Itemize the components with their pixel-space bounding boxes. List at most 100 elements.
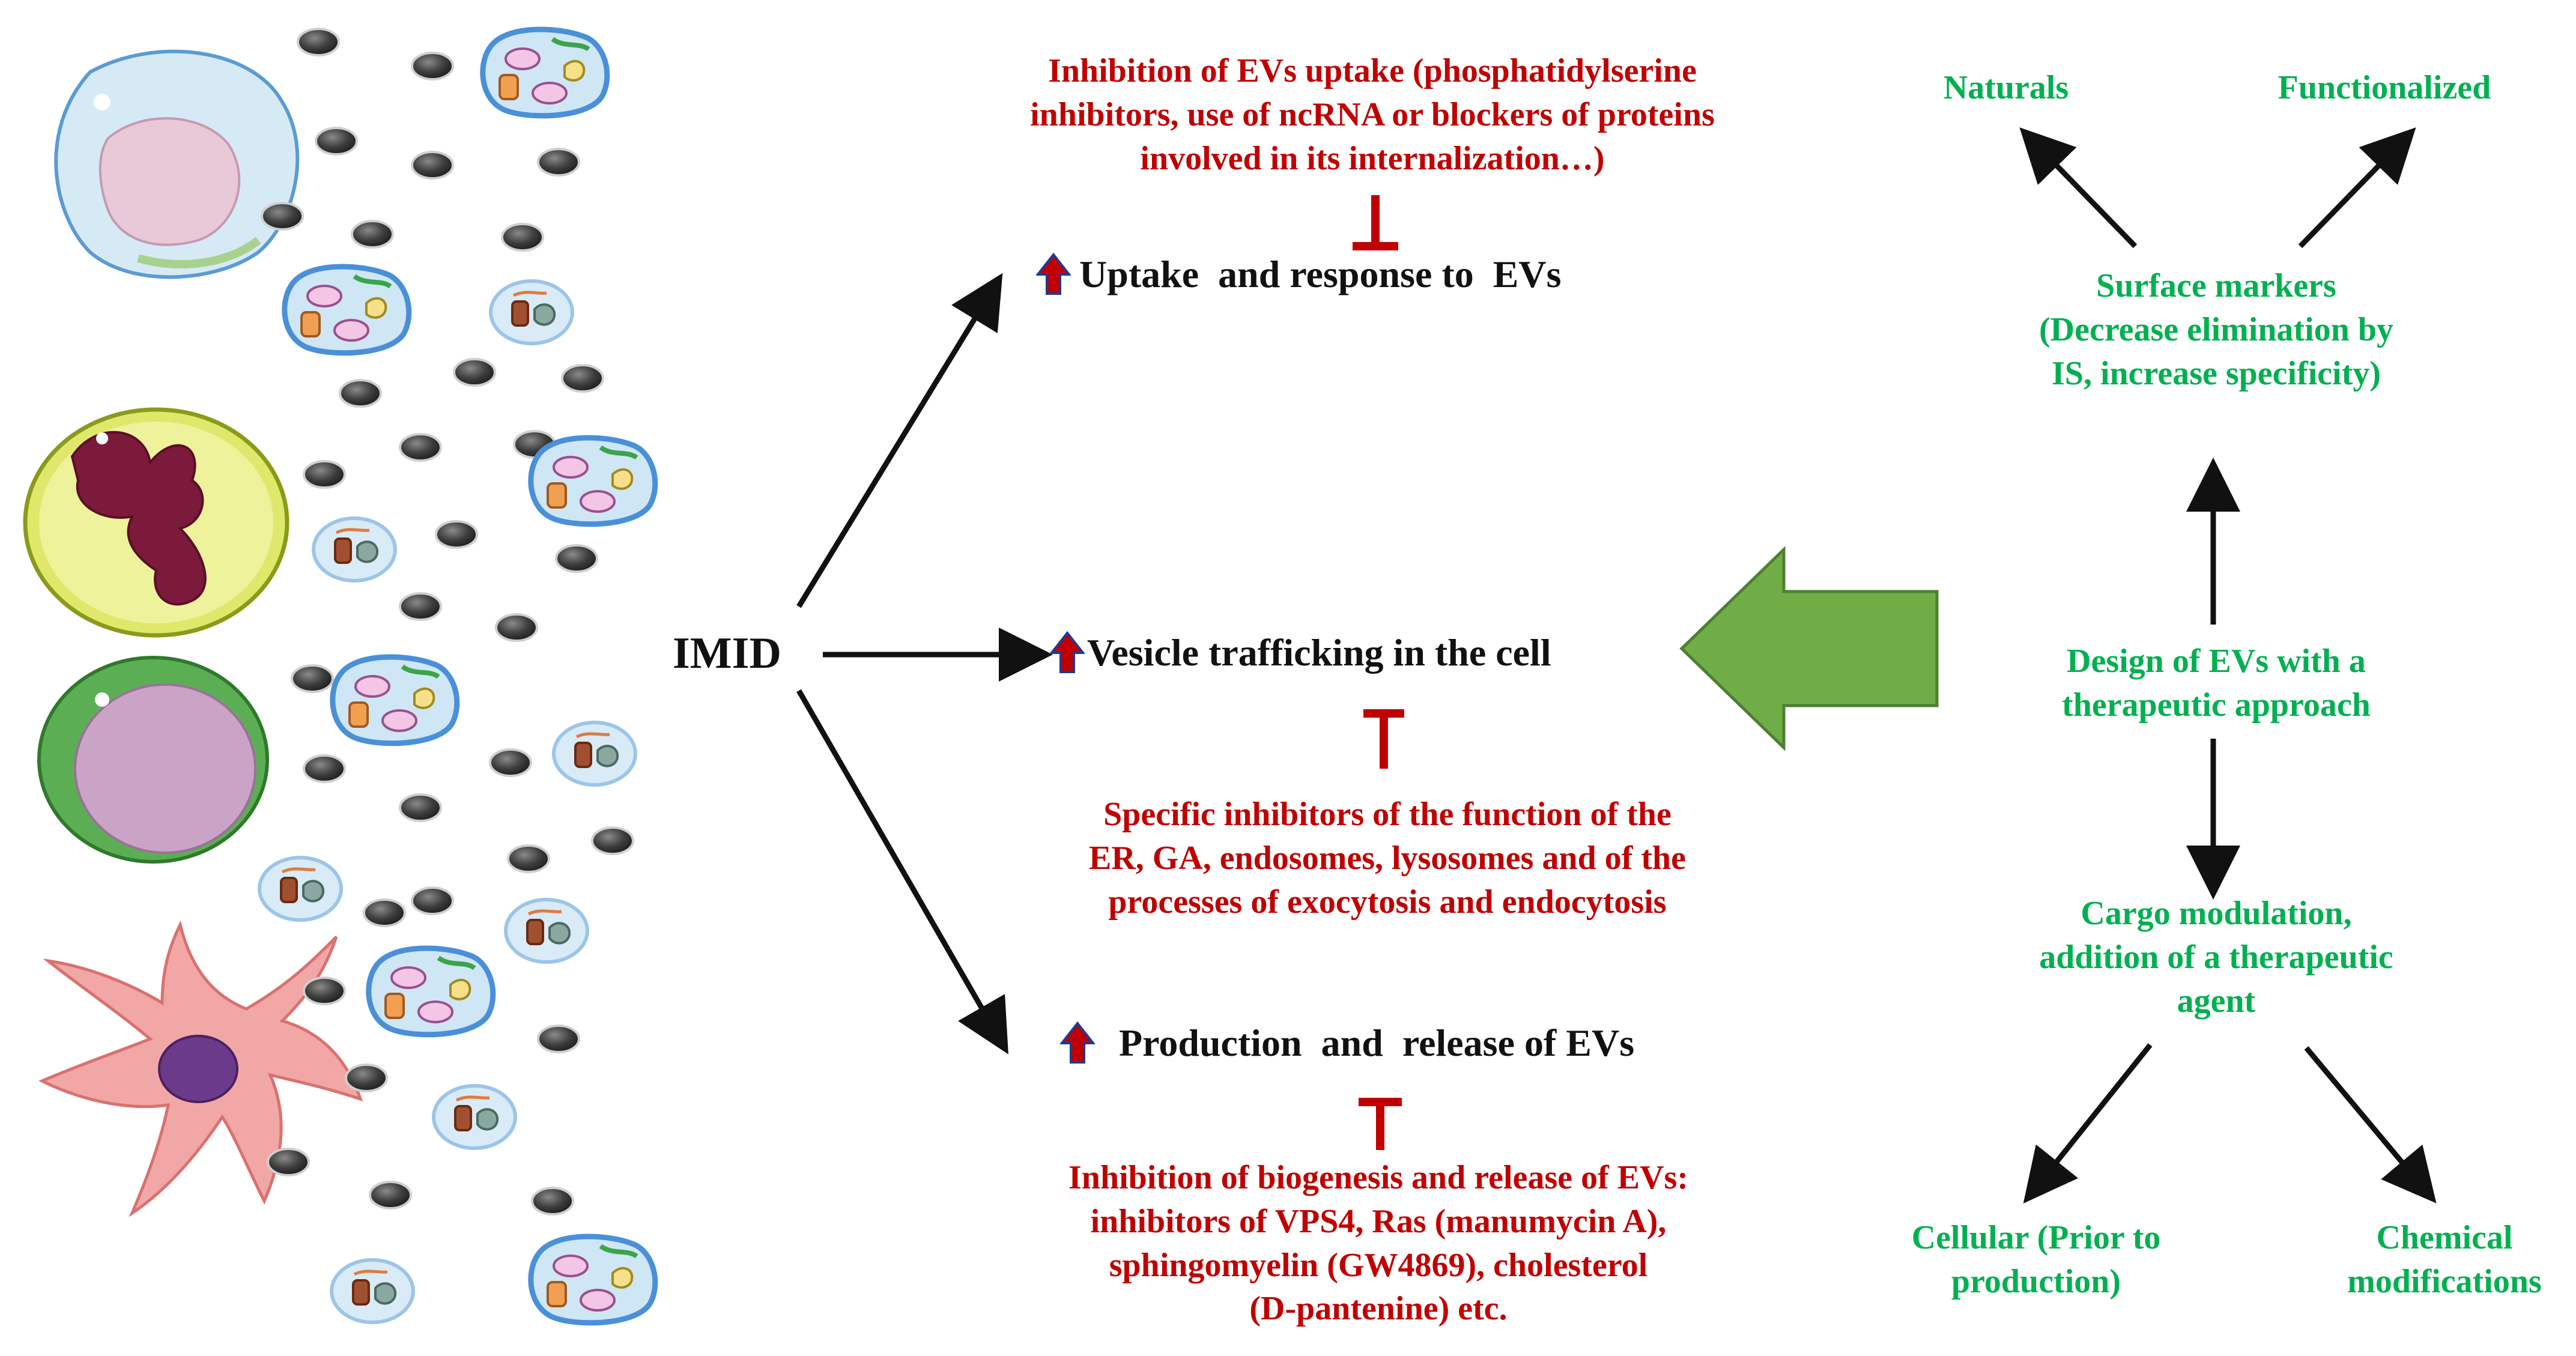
- text-line: Inhibition of biogenesis and release of …: [1068, 1159, 1688, 1196]
- text-line: IS, increase specificity): [2052, 354, 2381, 392]
- uptake-inhibition: Inhibition of EVs uptake (phosphatidylse…: [937, 49, 1808, 180]
- text-line: modifications: [2347, 1262, 2542, 1300]
- vesicle-dot: [297, 28, 340, 56]
- exosome-icon: [489, 279, 574, 345]
- text-line: (D-pantenine) etc.: [1249, 1290, 1508, 1328]
- production-label: Production and release of EVs: [1060, 1021, 1634, 1065]
- vesicle-dot: [411, 52, 454, 80]
- vesicle-icon: [366, 945, 496, 1038]
- exosome-icon: [312, 516, 397, 583]
- design-label: Design of EVs with a therapeutic approac…: [2000, 640, 2432, 727]
- text-line: addition of a therapeutic: [2039, 938, 2393, 976]
- text-line: production): [1951, 1262, 2121, 1300]
- vesicle-dot: [507, 844, 550, 873]
- vesicle-dot: [411, 151, 454, 180]
- vesicle-dots: [261, 28, 634, 1215]
- vesicle-dot: [561, 364, 604, 393]
- dendritic-cell: [38, 920, 363, 1217]
- cellular-label: Cellular (Prior to production): [1850, 1216, 2222, 1304]
- up-arrow-icon: [1050, 631, 1085, 673]
- production-text: Production and release of EVs: [1119, 1022, 1635, 1064]
- therapy-arrows: [2019, 127, 2437, 1204]
- inhibition-bar-icon: [1353, 195, 1398, 250]
- vesicle-icon: [330, 654, 460, 746]
- vesicle-dot: [399, 793, 442, 822]
- ev-vesicles: [258, 26, 658, 1326]
- up-arrow-icon: [1060, 1022, 1095, 1064]
- text-line: therapeutic approach: [2062, 686, 2371, 724]
- text-line: Surface markers: [2096, 267, 2336, 304]
- vesicle-dot: [555, 544, 598, 573]
- uptake-label: Uptake and response to EVs: [1036, 252, 1562, 297]
- vesicle-dot: [303, 754, 346, 783]
- text-line: (Decrease elimination by: [2039, 310, 2393, 348]
- vesicle-dot: [495, 613, 538, 642]
- text-line: agent: [2177, 982, 2256, 1020]
- vesicle-dot: [435, 520, 478, 549]
- exosome-icon: [552, 721, 637, 787]
- vesicle-dot: [537, 148, 580, 177]
- chemical-label: Chemical modifications: [2318, 1216, 2571, 1304]
- production-inhibition: Inhibition of biogenesis and release of …: [943, 1156, 1814, 1331]
- vesicle-dot: [501, 223, 544, 252]
- text-line: inhibitors of VPS4, Ras (manumycin A),: [1090, 1202, 1667, 1240]
- text-line: Chemical: [2376, 1219, 2513, 1256]
- trafficking-inhibition: Specific inhibitors of the function of t…: [991, 793, 1784, 924]
- vesicle-dot: [339, 379, 382, 408]
- text-line: sphingomyelin (GW4869), cholesterol: [1109, 1246, 1648, 1284]
- exosome-icon: [330, 1258, 415, 1324]
- blue-immune-cell: [54, 49, 300, 279]
- vesicle-dot: [345, 1064, 388, 1092]
- big-green-arrow: [1679, 546, 1939, 751]
- text-line: Cellular (Prior to: [1911, 1219, 2161, 1256]
- vesicle-icon: [528, 435, 658, 527]
- text-line: ER, GA, endosomes, lysosomes and of the: [1088, 839, 1687, 877]
- text-line: Cargo modulation,: [2080, 895, 2352, 932]
- vesicle-icon: [480, 26, 610, 119]
- vesicle-dot: [363, 898, 406, 927]
- inhibition-bar-icon: [1359, 1098, 1402, 1150]
- trafficking-text: Vesicle trafficking in the cell: [1087, 631, 1551, 674]
- vesicle-icon: [282, 264, 412, 356]
- text-line: Design of EVs with a: [2067, 643, 2366, 680]
- surface-markers-label: Surface markers (Decrease elimination by…: [1988, 264, 2444, 395]
- vesicle-dot: [315, 127, 358, 156]
- imid-arrows: [796, 273, 1053, 1055]
- green-lymphocyte-cell: [37, 656, 269, 864]
- vesicle-dot: [531, 1187, 574, 1215]
- vesicle-dot: [303, 460, 346, 489]
- text-line: processes of exocytosis and endocytosis: [1108, 883, 1667, 921]
- inhibition-bar-icon: [1363, 709, 1404, 769]
- exosome-icon: [432, 1084, 517, 1150]
- vesicle-dot: [399, 592, 442, 621]
- imid-label: IMID: [673, 629, 781, 678]
- text-line: Specific inhibitors of the function of t…: [1103, 796, 1671, 833]
- cargo-label: Cargo modulation, addition of a therapeu…: [1982, 892, 2450, 1023]
- vesicle-dot: [303, 976, 346, 1005]
- uptake-text: Uptake and response to EVs: [1079, 253, 1562, 295]
- vesicle-dot: [537, 1025, 580, 1053]
- vesicle-dot: [291, 664, 334, 693]
- vesicle-dot: [369, 1181, 412, 1209]
- trafficking-label: Vesicle trafficking in the cell: [1050, 631, 1551, 675]
- functionalized-label: Functionalized: [2277, 69, 2491, 106]
- naturals-label: Naturals: [1943, 69, 2069, 106]
- vesicle-dot: [453, 358, 496, 387]
- up-arrow-icon: [1036, 253, 1071, 295]
- vesicle-dot: [399, 433, 442, 462]
- text-line: involved in its internalization…): [1140, 139, 1605, 177]
- vesicle-dot: [351, 220, 394, 249]
- vesicle-dot: [261, 202, 304, 231]
- neutrophil-cell: [23, 407, 289, 638]
- vesicle-dot: [591, 826, 634, 855]
- vesicle-dot: [267, 1148, 310, 1176]
- vesicle-dot: [411, 886, 454, 915]
- vesicle-dot: [489, 748, 532, 777]
- text-line: inhibitors, use of ncRNA or blockers of …: [1030, 95, 1715, 133]
- text-line: Inhibition of EVs uptake (phosphatidylse…: [1048, 52, 1697, 89]
- exosome-icon: [504, 898, 589, 964]
- vesicle-icon: [528, 1233, 658, 1326]
- exosome-icon: [258, 856, 343, 922]
